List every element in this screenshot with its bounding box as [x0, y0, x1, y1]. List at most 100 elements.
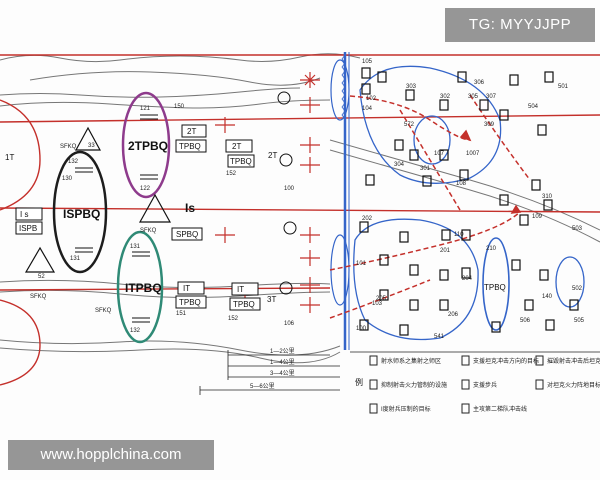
front-line — [330, 52, 350, 350]
watermark-top: TG: MYYJJPP — [445, 8, 595, 42]
svg-text:TPBQ: TPBQ — [230, 157, 252, 166]
svg-text:IT: IT — [183, 284, 190, 293]
svg-text:502: 502 — [572, 286, 583, 292]
unit-2tpbq[interactable]: 2TPBQ 121 122 — [121, 91, 171, 199]
svg-text:109: 109 — [532, 214, 543, 220]
svg-text:107: 107 — [434, 151, 445, 157]
svg-text:541: 541 — [434, 334, 445, 340]
svg-text:1—4公里: 1—4公里 — [270, 359, 295, 366]
svg-text:201: 201 — [440, 248, 451, 254]
unit-2tpbq-label: 2TPBQ — [128, 139, 168, 153]
svg-text:132: 132 — [130, 328, 141, 334]
svg-text:206: 206 — [448, 312, 459, 318]
svg-text:SFKQ: SFKQ — [140, 228, 157, 234]
unit-ispbq-label: ISPBQ — [63, 207, 100, 221]
svg-text:503: 503 — [572, 226, 583, 232]
svg-text:抑制射击火力管制的设施: 抑制射击火力管制的设施 — [381, 381, 447, 389]
svg-text:例: 例 — [355, 377, 363, 387]
target-numbers: 105 102 104 303 306 305 307 309 504 501 … — [62, 59, 585, 340]
svg-text:SFKQ: SFKQ — [30, 294, 47, 300]
svg-text:1T: 1T — [5, 153, 14, 162]
svg-text:152: 152 — [226, 171, 237, 177]
svg-text:2T: 2T — [187, 127, 196, 136]
svg-text:506: 506 — [520, 318, 531, 324]
svg-text:132: 132 — [68, 159, 79, 165]
svg-text:对坦克火力阵地目标: 对坦克火力阵地目标 — [547, 381, 600, 389]
svg-text:102: 102 — [366, 96, 377, 102]
svg-text:110: 110 — [454, 232, 464, 238]
svg-text:306: 306 — [474, 80, 485, 86]
svg-text:307: 307 — [486, 94, 497, 100]
svg-text:310: 310 — [542, 194, 553, 200]
svg-text:572: 572 — [404, 122, 415, 128]
svg-text:2T: 2T — [268, 151, 277, 160]
svg-text:射水师系之集射之师区: 射水师系之集射之师区 — [381, 357, 441, 365]
svg-text:302: 302 — [440, 94, 451, 100]
svg-text:205: 205 — [376, 296, 387, 302]
svg-text:210: 210 — [486, 246, 497, 252]
svg-text:TPBQ: TPBQ — [179, 298, 201, 307]
svg-text:131: 131 — [130, 244, 141, 250]
svg-text:支援坦克冲击方向的目标: 支援坦克冲击方向的目标 — [473, 357, 539, 365]
terrain-lines — [0, 53, 600, 364]
svg-text:130: 130 — [62, 176, 73, 182]
svg-text:504: 504 — [528, 104, 539, 110]
svg-text:SFKQ: SFKQ — [95, 308, 112, 314]
svg-text:151: 151 — [176, 311, 187, 317]
svg-text:支援步兵: 支援步兵 — [473, 381, 497, 389]
svg-text:103: 103 — [372, 301, 383, 307]
svg-text:2T: 2T — [232, 142, 241, 151]
left-arc — [0, 99, 41, 211]
svg-text:122: 122 — [140, 186, 151, 192]
svg-text:SPBQ: SPBQ — [176, 230, 198, 239]
svg-text:131: 131 — [70, 256, 81, 262]
svg-text:105: 105 — [362, 59, 373, 65]
svg-text:301: 301 — [420, 166, 431, 172]
svg-text:100: 100 — [284, 186, 295, 192]
unit-tpbq-east-label: TPBQ — [484, 283, 506, 292]
svg-text:304: 304 — [394, 162, 405, 168]
artillery-symbols — [215, 72, 320, 313]
svg-text:I度射兵压制的目标: I度射兵压制的目标 — [381, 405, 431, 413]
svg-text:摧毁射击冲击后坦克的后台目标: 摧毁射击冲击后坦克的后台目标 — [547, 357, 600, 365]
observation-posts — [24, 126, 172, 273]
svg-text:5—6公里: 5—6公里 — [250, 383, 275, 390]
svg-text:108: 108 — [456, 181, 467, 187]
unit-ispbq[interactable]: ISPBQ 132 131 — [52, 150, 108, 274]
svg-text:501: 501 — [558, 84, 569, 90]
svg-text:1—2公里: 1—2公里 — [270, 348, 295, 355]
is-label: Is — [185, 201, 195, 215]
left-arc-2 — [0, 299, 41, 386]
scale-bars — [199, 350, 340, 395]
svg-text:140: 140 — [542, 294, 553, 300]
svg-text:202: 202 — [362, 216, 373, 222]
enemy-positions — [359, 67, 579, 336]
svg-text:3—4公里: 3—4公里 — [270, 370, 295, 377]
unit-tpbq-east[interactable]: TPBQ 210 — [482, 237, 510, 331]
svg-text:TPBQ: TPBQ — [179, 142, 201, 151]
svg-text:309: 309 — [484, 122, 495, 128]
svg-text:SFKQ: SFKQ — [60, 144, 77, 150]
svg-text:33: 33 — [88, 143, 95, 149]
svg-text:1007: 1007 — [466, 151, 480, 157]
svg-text:106: 106 — [284, 321, 295, 327]
svg-text:204: 204 — [462, 276, 473, 282]
legend: 例 射水师系之集射之师区 支援坦克冲击方向的目标 摧毁射击冲击后坦克的后台目标 … — [350, 351, 600, 414]
svg-text:I s: I s — [20, 210, 28, 219]
svg-text:ISPB: ISPB — [19, 224, 37, 233]
svg-text:52: 52 — [38, 274, 45, 280]
svg-text:101: 101 — [356, 261, 367, 267]
unit-itpbq-label: ITPBQ — [125, 281, 162, 295]
svg-text:主攻第二梯队冲击线: 主攻第二梯队冲击线 — [473, 405, 527, 413]
svg-text:303: 303 — [406, 84, 417, 90]
svg-text:TPBQ: TPBQ — [233, 300, 255, 309]
unit-itpbq[interactable]: ITPBQ 131 132 — [116, 230, 164, 344]
watermark-bottom: www.hopplchina.com — [8, 440, 214, 470]
attack-arrows — [329, 94, 531, 319]
svg-text:505: 505 — [574, 318, 585, 324]
svg-text:152: 152 — [228, 316, 239, 322]
label-boxes — [15, 124, 261, 311]
svg-text:100: 100 — [356, 326, 367, 332]
